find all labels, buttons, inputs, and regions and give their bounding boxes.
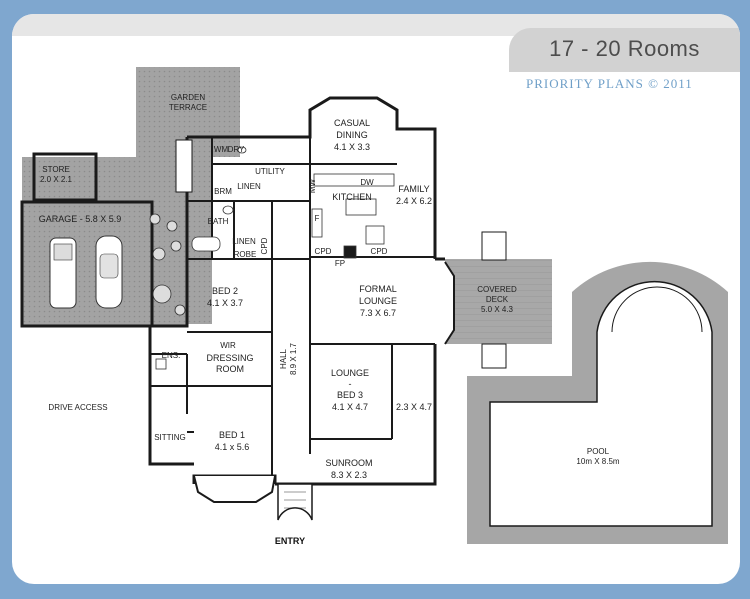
bed3-label: BED 3 [337,390,363,400]
linen-bottom-label: LINEN [232,237,256,246]
dry-label: DRY [228,145,245,154]
family-size-label: 2.4 X 6.2 [396,196,432,206]
bath-label: BATH [208,217,229,226]
brm-label: BRM [214,187,232,196]
fridge-label: F [315,214,320,223]
linen-top-label: LINEN [237,182,261,191]
ens-label: ENS. [162,351,181,360]
pool-size-label: 10m X 8.5m [576,457,619,466]
palm-icon [152,284,172,304]
interior-walls [150,137,435,476]
page-title: 17 - 20 Rooms [549,36,700,61]
kitchen-label: KITCHEN [332,192,372,202]
fireplace-icon [343,245,357,259]
store-label: STORE [42,165,69,174]
pool-step [611,286,703,333]
dining-label: DINING [336,130,368,140]
ens-basin-icon [155,358,167,370]
side-room-label: 2.3 X 4.7 [396,402,432,412]
room-label: ROOM [216,364,244,374]
cpd-left-label: CPD [260,237,269,254]
bed2-size-label: 4.1 X 3.7 [207,298,243,308]
island-bench [345,198,377,216]
deck-stairs [175,139,507,369]
mw-label: MW [308,178,317,193]
fp-label: FP [335,259,345,268]
hall-size-label: 8.9 X 1.7 [289,342,298,375]
bed1-bay-window [193,475,276,503]
plan-card: 17 - 20 Rooms PRIORITY PLANS © 2011 [12,14,740,584]
dressing-label: DRESSING [206,353,253,363]
covered-deck-paving [445,259,552,344]
plant-icon [152,247,166,261]
deck-label: DECK [486,295,509,304]
basin-icon [222,205,234,215]
room-labels: GARDEN TERRACE STORE 2.0 X 2.1 GARAGE - … [39,93,620,546]
brand-subtitle: PRIORITY PLANS © 2011 [526,76,693,91]
floor-plan: GARDEN TERRACE STORE 2.0 X 2.1 GARAGE - … [20,67,728,546]
bed1-size-label: 4.1 x 5.6 [215,442,250,452]
plant-icon [170,240,182,252]
wm-label: WM [214,145,229,154]
cpd-b-label: CPD [371,247,388,256]
sunroom-size-label: 8.3 X 2.3 [331,470,367,480]
bathtub-icon [191,236,221,252]
terrace-stairs [175,139,193,193]
utility-label: UTILITY [255,167,285,176]
hall-label: HALL [279,348,288,369]
garden-label: GARDEN [171,93,205,102]
cars [49,235,123,309]
plant-icon [174,304,186,316]
deck-size-label: 5.0 X 4.3 [481,305,514,314]
kitchen-fixtures [311,173,395,259]
covered-label: COVERED [477,285,517,294]
casual-label: CASUAL [334,118,370,128]
garage-label: GARAGE - 5.8 X 5.9 [39,214,122,224]
drive-access-label: DRIVE ACCESS [48,403,107,412]
pool-label: POOL [587,447,610,456]
lounge-bay-window [444,261,455,345]
dining-size-label: 4.1 X 3.3 [334,142,370,152]
entry-label: ENTRY [275,536,305,546]
bed2-label: BED 2 [212,286,238,296]
lounge-dash-label: - [349,379,352,389]
cooktop [365,225,385,245]
formal-label: FORMAL [359,284,397,294]
fridge [311,208,323,238]
store-size-label: 2.0 X 2.1 [40,175,73,184]
lounge-bed3-label: LOUNGE [331,368,369,378]
bath-fixtures [155,146,247,370]
entry-steps [277,483,313,521]
bed3-size-label: 4.1 X 4.7 [332,402,368,412]
pool-water [489,280,713,527]
robe-label: ROBE [234,250,257,259]
dryer-icon [237,146,247,154]
sitting-label: SITTING [154,433,186,442]
family-label: FAMILY [398,184,429,194]
garage-walls [20,152,154,328]
plants [149,213,186,316]
terrace-label: TERRACE [169,103,207,112]
formal-size-label: 7.3 X 6.7 [360,308,396,318]
plant-icon [166,220,178,232]
title-box: 17 - 20 Rooms [509,28,740,72]
cpd-a-label: CPD [315,247,332,256]
wir-label: WIR [220,341,236,350]
courtyard-paving [172,157,212,324]
bench-top [313,173,395,187]
bed1-label: BED 1 [219,430,245,440]
dw-label: DW [360,178,374,187]
lounge-label: LOUNGE [359,296,397,306]
plant-icon [149,213,161,225]
sunroom-label: SUNROOM [326,458,373,468]
